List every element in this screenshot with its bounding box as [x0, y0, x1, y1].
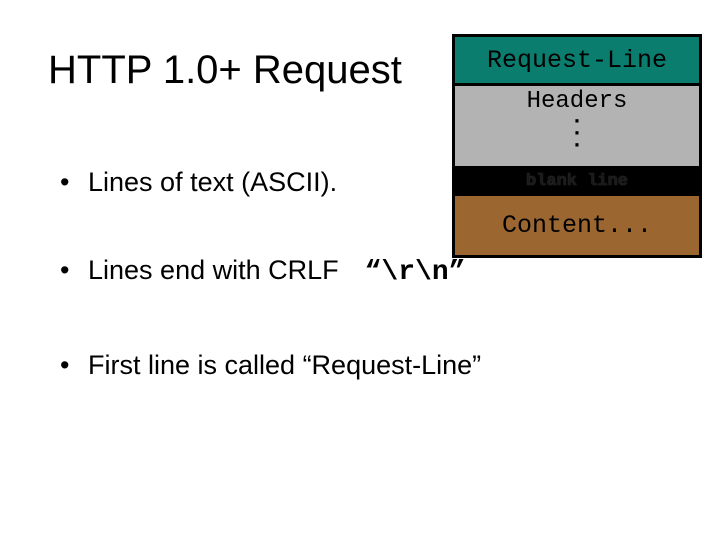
bullet-ascii: • Lines of text (ASCII).: [60, 165, 337, 199]
slide-title: HTTP 1.0+ Request: [48, 48, 402, 92]
bullet-text: First line is called “Request-Line”: [88, 350, 482, 380]
bullet-request-line: • First line is called “Request-Line”: [60, 348, 481, 382]
request-line-block: Request-Line: [455, 37, 699, 83]
bullet-marker: •: [60, 350, 70, 380]
content-block: Content...: [455, 196, 699, 255]
ellipsis-dot: ·: [570, 133, 584, 158]
bullet-marker: •: [60, 167, 70, 197]
bullet-text: Lines end with CRLF: [88, 255, 339, 285]
headers-label: Headers: [526, 88, 628, 115]
bullet-crlf: • Lines end with CRLF “\r\n”: [60, 253, 465, 290]
bullet-marker: •: [60, 255, 70, 285]
request-structure-diagram: Request-Line Headers · · · blank line Co…: [452, 34, 702, 258]
crlf-code: “\r\n”: [364, 257, 466, 288]
ellipsis-dot: ·: [570, 109, 584, 134]
ellipsis-dot: ·: [570, 121, 584, 146]
headers-block: Headers · · ·: [455, 86, 699, 166]
bullet-text: Lines of text (ASCII).: [88, 167, 338, 197]
blank-line-block: blank line: [455, 168, 699, 194]
